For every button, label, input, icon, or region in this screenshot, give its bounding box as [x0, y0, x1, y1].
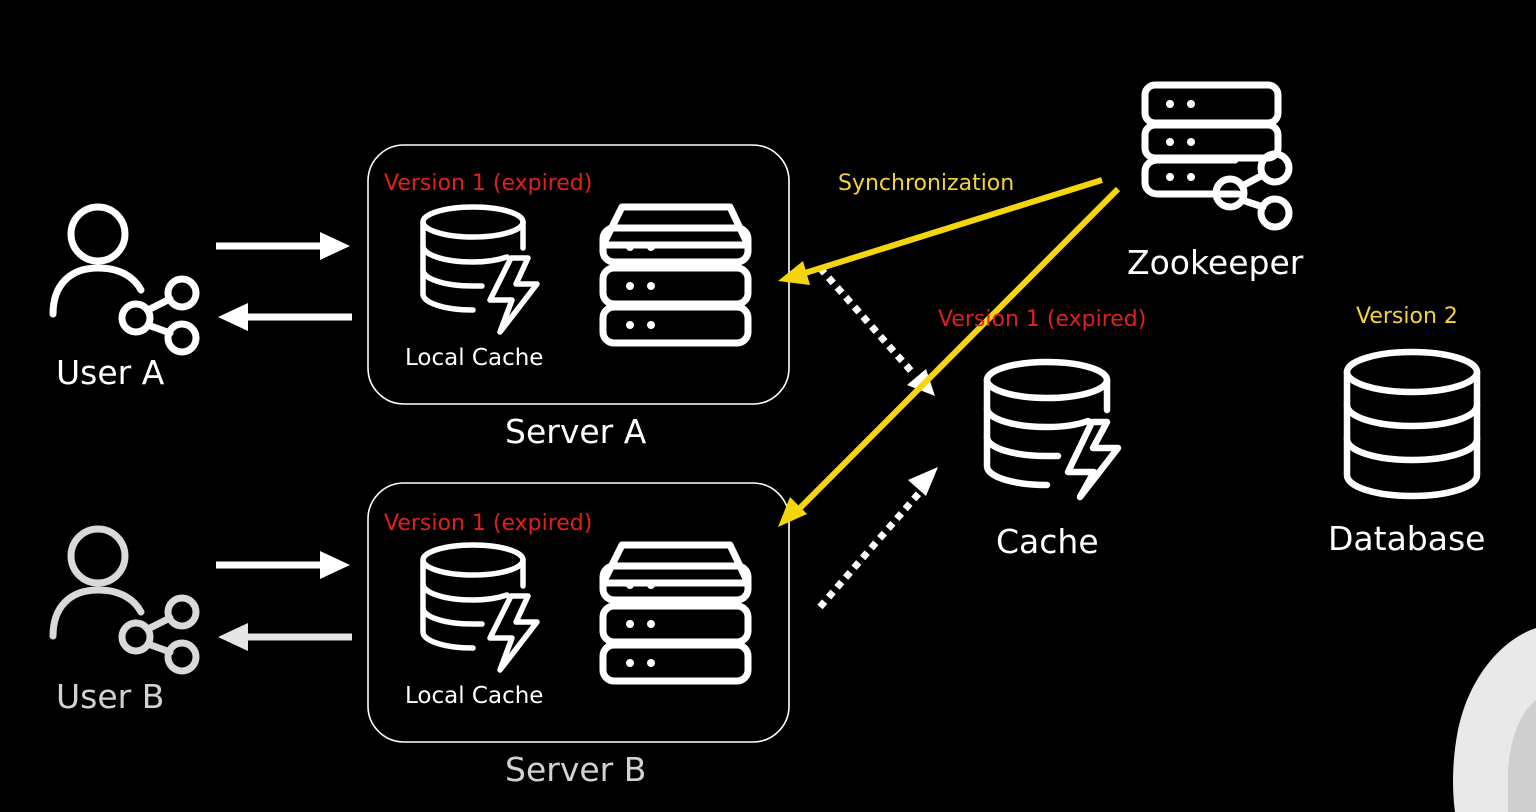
cache-label: Cache — [996, 522, 1099, 561]
server-a-version-label: Version 1 (expired) — [384, 171, 593, 196]
zookeeper-label: Zookeeper — [1127, 243, 1304, 282]
sync-label: Synchronization — [838, 171, 1015, 196]
zookeeper-icon — [1141, 81, 1293, 231]
user-a-icon — [49, 203, 200, 356]
server-b-box — [367, 482, 790, 743]
server-a-icon — [599, 203, 752, 347]
cache-icon — [983, 358, 1122, 501]
user-b-request-arrow — [216, 551, 350, 579]
sync-arrow-to-server-a — [778, 177, 1103, 285]
server-b-icon — [599, 541, 752, 685]
local-cache-b-icon — [420, 542, 540, 673]
sync-arrow-to-server-b — [778, 186, 1121, 527]
database-label: Database — [1328, 519, 1486, 558]
database-icon — [1343, 348, 1481, 500]
server-b-label: Server B — [505, 750, 647, 789]
presenter-silhouette — [1453, 628, 1536, 812]
server-b-to-cache-arrow — [817, 467, 938, 610]
server-a-local-cache-label: Local Cache — [405, 345, 544, 371]
server-a-label: Server A — [505, 412, 647, 451]
user-a-request-arrow — [216, 232, 350, 260]
local-cache-a-icon — [420, 204, 540, 335]
user-b-response-arrow — [218, 623, 352, 651]
user-a-label: User A — [56, 353, 165, 392]
server-a-to-cache-arrow — [817, 265, 935, 396]
server-b-local-cache-label: Local Cache — [405, 683, 544, 709]
user-a-response-arrow — [218, 303, 352, 331]
user-b-icon — [49, 525, 200, 675]
cache-version-label: Version 1 (expired) — [938, 307, 1147, 332]
server-b-version-label: Version 1 (expired) — [384, 511, 593, 536]
user-b-label: User B — [56, 677, 165, 716]
database-version-label: Version 2 — [1356, 304, 1458, 329]
